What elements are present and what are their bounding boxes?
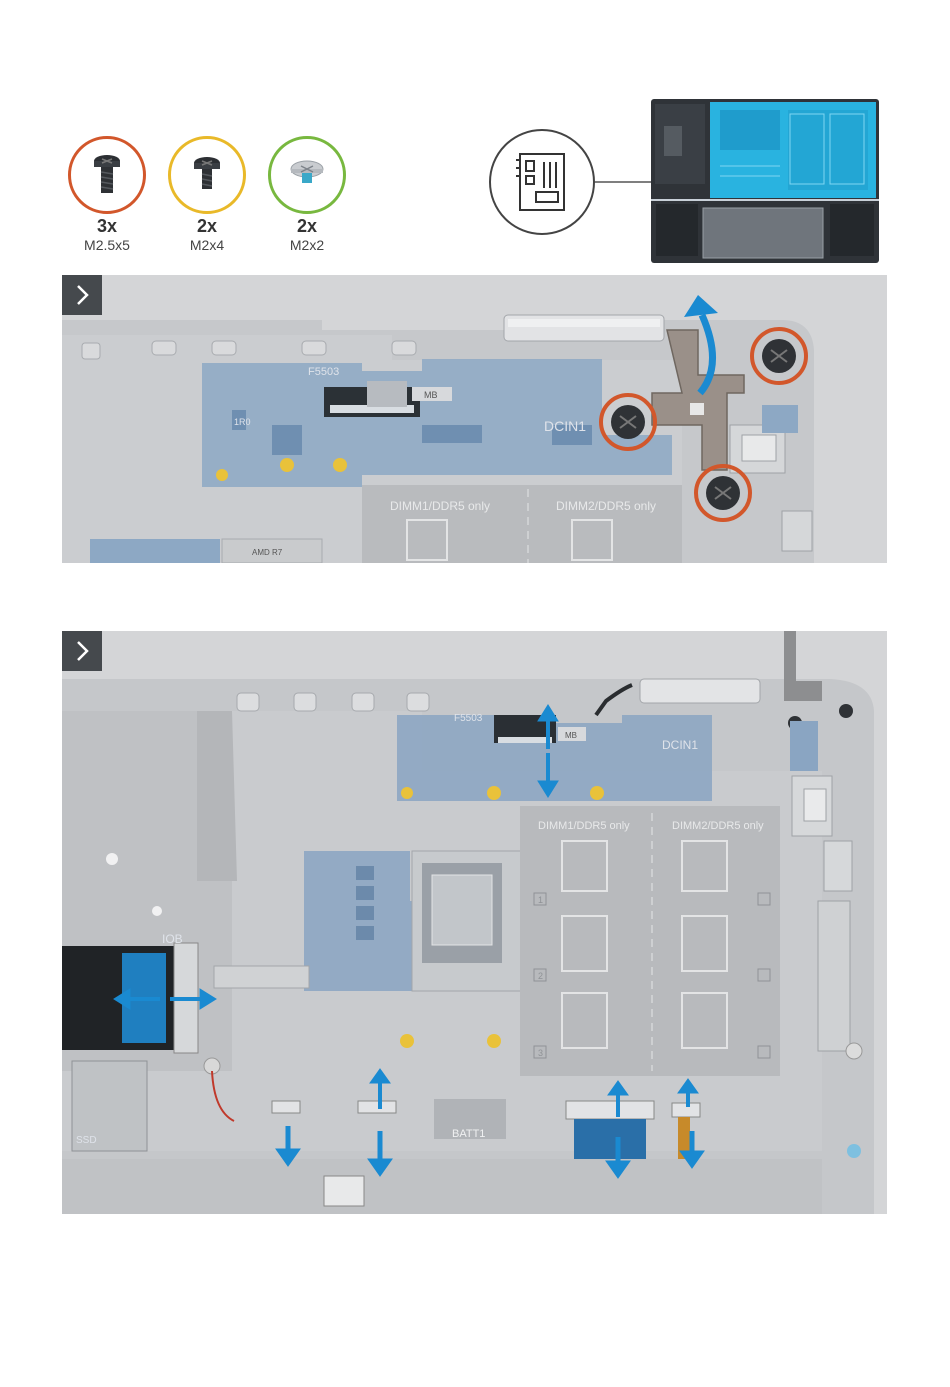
phillips-screw-black-icon: [71, 139, 143, 211]
phillips-screw-silver-icon: [271, 139, 343, 211]
screw-m2x4-size: M2x4: [162, 237, 252, 253]
step2-dimm1-label: DIMM1/DDR5 only: [538, 820, 630, 832]
step2-slot3-label: 3: [538, 1048, 543, 1058]
screw-m2x2-qty: 2x: [262, 216, 352, 237]
step1-chip-code-label: AMD R7: [252, 548, 283, 557]
step-2-badge: [62, 631, 102, 671]
step-2-panel: F5503 DCIN1 MB DIMM1/DDR5 only DIMM2/DDR…: [62, 631, 887, 1214]
screw-m2x4-circle: [168, 136, 246, 214]
step2-slot1-label: 1: [538, 895, 543, 905]
step2-ssd-label: SSD: [76, 1135, 97, 1146]
location-callout-graphic: [488, 96, 888, 266]
step1-dimm1-label: DIMM1/DDR5 only: [390, 499, 490, 513]
step1-mb-label: MB: [424, 390, 438, 400]
screw-legend: 3x M2.5x5 2x M2x4 2x M2x2: [0, 0, 400, 270]
step1-dimm2-label: DIMM2/DDR5 only: [556, 499, 656, 513]
step1-board-id-label: F5503: [308, 366, 339, 378]
screw-m2x2-circle: [268, 136, 346, 214]
step-1-badge: [62, 275, 102, 315]
step-2-illustration: F5503 DCIN1 MB DIMM1/DDR5 only DIMM2/DDR…: [62, 631, 887, 1214]
chevron-right-icon: [62, 631, 102, 671]
chevron-right-icon: [62, 275, 102, 315]
screw-m2x2-size: M2x2: [262, 237, 352, 253]
screw-m2x4-qty: 2x: [162, 216, 252, 237]
step1-chip-label: 1R0: [234, 417, 251, 427]
phillips-screw-black-icon: [171, 139, 243, 211]
step2-slot2-label: 2: [538, 971, 543, 981]
step2-dcin-label: DCIN1: [662, 738, 698, 752]
step2-batt-label: BATT1: [452, 1128, 485, 1140]
location-callout: [488, 96, 888, 266]
step2-iob-label: IOB: [162, 932, 183, 946]
step-1-illustration: F5503 1R0 MB DCIN1 DIMM1/DDR5 only DIMM2…: [62, 275, 887, 563]
screw-m25x5-qty: 3x: [62, 216, 152, 237]
step-1-panel: F5503 1R0 MB DCIN1 DIMM1/DDR5 only DIMM2…: [62, 275, 887, 563]
step2-dimm2-label: DIMM2/DDR5 only: [672, 820, 764, 832]
screw-m25x5-circle: [68, 136, 146, 214]
step1-dcin-label: DCIN1: [544, 418, 586, 434]
step2-board-id-label: F5503: [454, 713, 483, 724]
screw-m25x5-size: M2.5x5: [62, 237, 152, 253]
step2-mb-label: MB: [565, 731, 577, 740]
